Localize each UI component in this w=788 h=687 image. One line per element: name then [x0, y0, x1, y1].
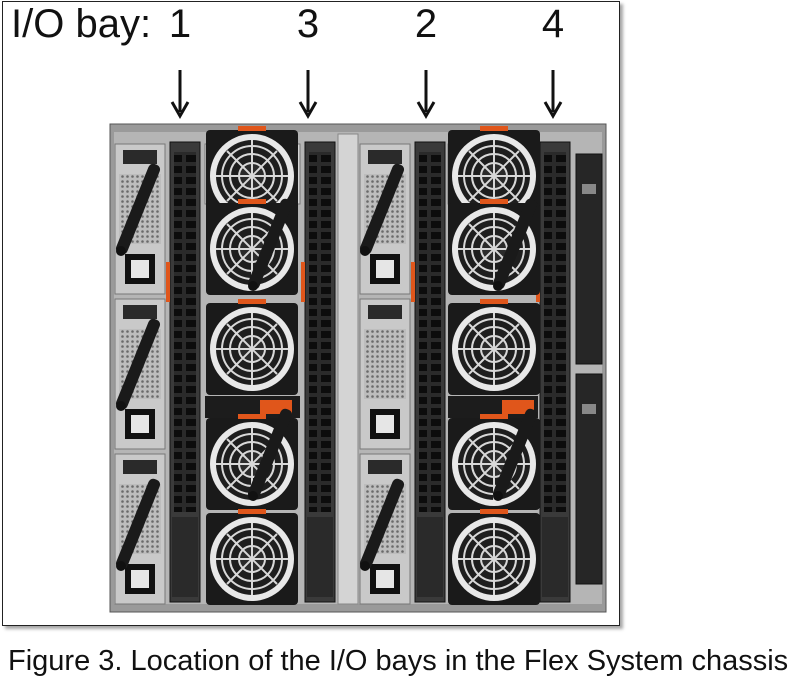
arrow-down-icon: [543, 70, 563, 120]
io-bay-header: I/O bay:: [11, 2, 152, 46]
arrow-down-icon: [170, 70, 190, 120]
figure-caption: Figure 3. Location of the I/O bays in th…: [8, 645, 788, 677]
arrow-down-icon: [298, 70, 318, 120]
bay-label-1: 1: [168, 2, 192, 46]
bay-label-3: 3: [296, 2, 320, 46]
bay-label-2: 2: [414, 2, 438, 46]
bay-label-4: 4: [541, 2, 565, 46]
arrow-down-icon: [416, 70, 436, 120]
flex-system-chassis-photo: [109, 123, 607, 613]
